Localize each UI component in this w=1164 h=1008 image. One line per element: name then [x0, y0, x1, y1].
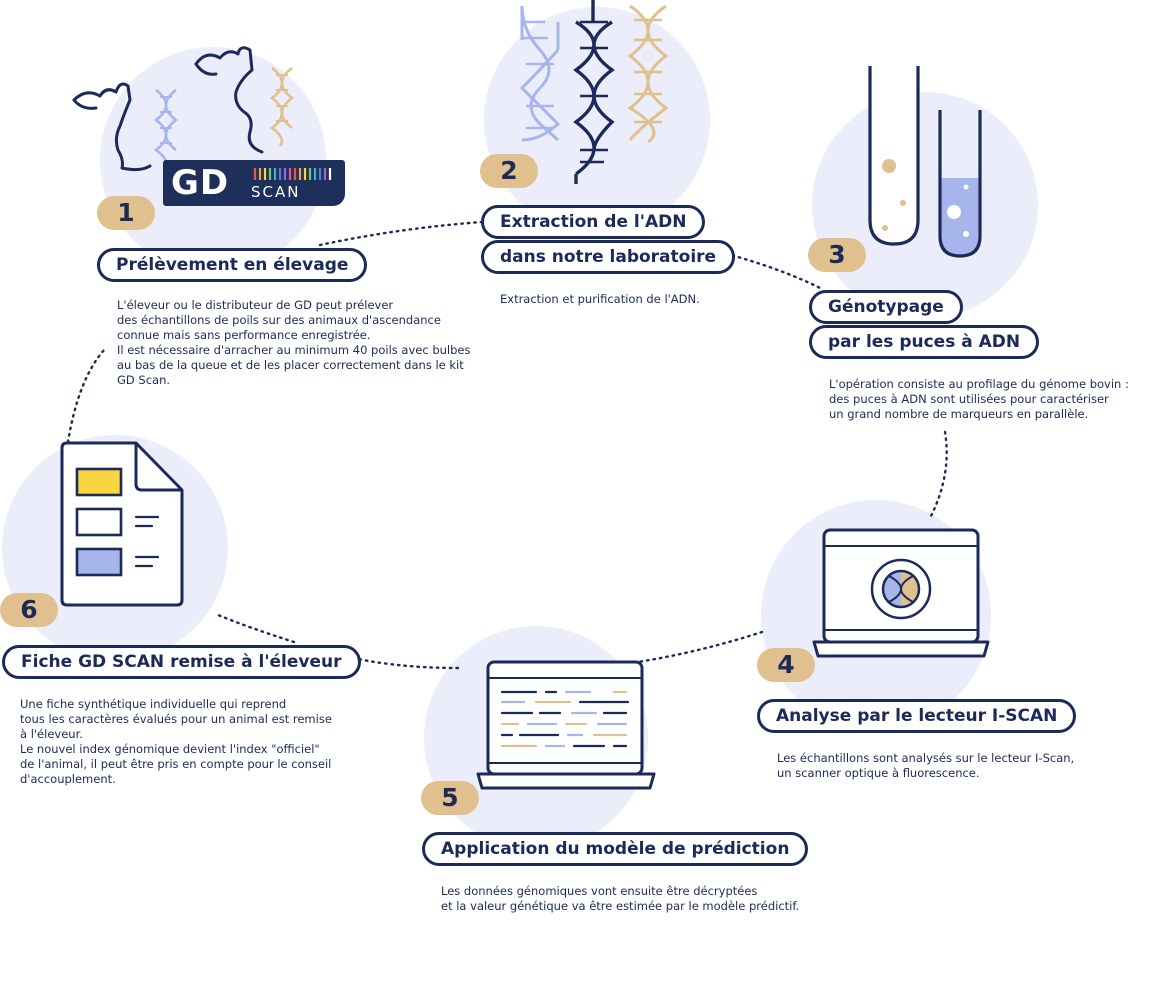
- step-4-desc-line: un scanner optique à fluorescence.: [777, 766, 980, 780]
- step-5-title: Application du modèle de prédiction: [422, 832, 809, 866]
- step-5-badge: 5: [421, 781, 479, 815]
- step-3-desc-line: L'opération consiste au profilage du gén…: [829, 377, 1129, 391]
- step-1-description: L'éleveur ou le distributeur de GD peut …: [117, 298, 471, 388]
- laptop-code-icon: [476, 660, 656, 790]
- step-6-description: Une fiche synthétique individuelle qui r…: [20, 697, 332, 787]
- step-2-description: Extraction et purification de l'ADN.: [500, 292, 700, 307]
- step-6-badge: 6: [0, 593, 58, 627]
- step-2-desc-line: Extraction et purification de l'ADN.: [500, 292, 700, 306]
- circle-step-3: [812, 92, 1038, 318]
- logo-product: SCAN: [251, 183, 301, 201]
- step-3-description: L'opération consiste au profilage du gén…: [829, 377, 1129, 422]
- test-tubes-icon: [868, 66, 982, 258]
- gd-scan-logo: GD SCAN: [163, 160, 345, 206]
- step-6-desc-line: d'accouplement.: [20, 772, 116, 786]
- step-1-badge: 1: [97, 196, 155, 230]
- step-1-desc-line: des échantillons de poils sur des animau…: [117, 313, 441, 327]
- step-1-title: Prélèvement en élevage: [97, 248, 368, 282]
- connector-3-4: [928, 430, 948, 520]
- step-6-desc-line: Une fiche synthétique individuelle qui r…: [20, 697, 287, 711]
- step-3-desc-line: des puces à ADN sont utilisées pour cara…: [829, 392, 1109, 406]
- step-1-desc-line: GD Scan.: [117, 373, 171, 387]
- step-2-title-line-2: dans notre laboratoire: [481, 240, 736, 274]
- connector-1-2: [318, 220, 484, 247]
- logo-brand: GD: [171, 163, 230, 203]
- step-4-title: Analyse par le lecteur I-SCAN: [757, 699, 1077, 733]
- step-6-desc-line: de l'animal, il peut être pris en compte…: [20, 757, 332, 771]
- connector-2-3: [718, 250, 822, 290]
- step-2-title-line-1: Extraction de l'ADN: [481, 205, 706, 239]
- step-4-desc-line: Les échantillons sont analysés sur le le…: [777, 751, 1075, 765]
- step-5-description: Les données génomiques vont ensuite être…: [441, 884, 799, 914]
- logo-barcode: [253, 168, 332, 180]
- connector-6-fiche: [216, 613, 296, 644]
- step-5-desc-line: Les données génomiques vont ensuite être…: [441, 884, 758, 898]
- step-1-desc-line: connue mais sans performance enregistrée…: [117, 328, 371, 342]
- step-1-desc-line: Il est nécessaire d'arracher au minimum …: [117, 343, 471, 357]
- step-3-desc-line: un grand nombre de marqueurs en parallèl…: [829, 407, 1089, 421]
- step-1-desc-line: au bas de la queue et de les placer corr…: [117, 358, 464, 372]
- step-4-badge: 4: [757, 648, 815, 682]
- step-6-desc-line: à l'éleveur.: [20, 727, 83, 741]
- step-4-description: Les échantillons sont analysés sur le le…: [777, 751, 1074, 781]
- step-1-desc-line: L'éleveur ou le distributeur de GD peut …: [117, 298, 394, 312]
- step-6-desc-line: Le nouvel index génomique devient l'inde…: [20, 742, 320, 756]
- cow-dna-icon: [72, 46, 295, 172]
- step-6-title: Fiche GD SCAN remise à l'éleveur: [2, 645, 361, 679]
- step-3-title-line-1: Génotypage: [809, 290, 963, 324]
- step-3-title-line-2: par les puces à ADN: [809, 325, 1040, 359]
- step-5-desc-line: et la valeur génétique va être estimée p…: [441, 899, 800, 913]
- connector-4-5: [636, 630, 764, 664]
- laptop-scanner-icon: [812, 528, 990, 658]
- dna-helix-icon: [519, 0, 669, 184]
- document-sheet-icon: [60, 441, 184, 607]
- step-2-badge: 2: [480, 154, 538, 188]
- connector-6-1: [66, 348, 106, 444]
- step-6-desc-line: tous les caractères évalués pour un anim…: [20, 712, 332, 726]
- circle-step-2: [484, 7, 710, 233]
- step-3-badge: 3: [808, 238, 866, 272]
